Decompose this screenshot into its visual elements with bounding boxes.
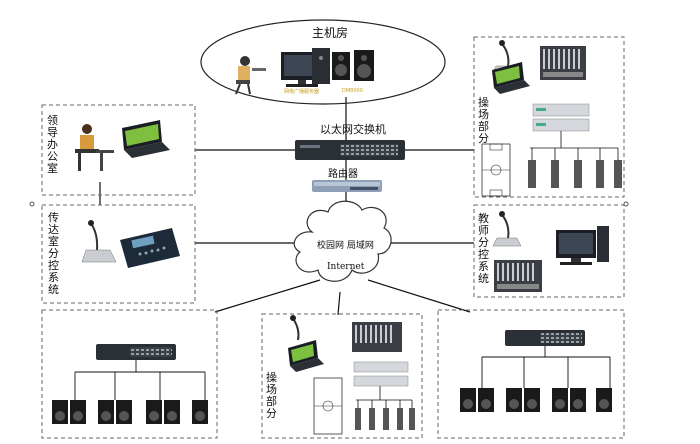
bottom-mid-mic: [290, 315, 300, 341]
teacher-mixer: [494, 260, 542, 292]
operator-figure: [235, 56, 266, 95]
router-device: [312, 180, 382, 192]
ethernet-switch-label: 以太网交换机: [320, 123, 386, 136]
leader-figure: [75, 124, 114, 171]
bottom-mid-amplifiers: [353, 361, 409, 387]
dashed-boxes: [41, 36, 625, 439]
server-workstation: [281, 48, 330, 87]
playground-top-label: 操场部分: [478, 96, 489, 145]
bottom-left-switch: [96, 344, 176, 360]
playground-bottom-label: 操场部分: [266, 371, 277, 420]
leader-laptop: [122, 120, 170, 158]
internet-cloud: [293, 200, 392, 282]
main-room-label: 主机房: [312, 26, 349, 40]
router-label: 路由器: [328, 169, 358, 180]
speaker-caption: DM8000: [342, 88, 363, 94]
bottom-mid-mixer: [352, 322, 402, 352]
playground-top-mixer: [540, 46, 586, 80]
leader-office-label: 领导办公室: [47, 114, 58, 175]
bottom-mid-field: [313, 377, 343, 435]
bottom-right-switch: [505, 330, 585, 346]
reception-mic: [81, 220, 117, 263]
playground-top-laptop: [492, 62, 530, 94]
bottom-mid-laptop: [288, 340, 324, 372]
reception-control-unit: [120, 228, 180, 268]
column-speaker-units: [528, 160, 622, 188]
main-speakers: [332, 50, 374, 81]
playground-top-amplifiers: [532, 103, 590, 132]
ethernet-switch-device: [295, 140, 405, 160]
bottom-right-speakers: [460, 388, 612, 412]
teacher-room-label: 教师分控系统: [478, 212, 489, 285]
campus-net-label: 校园网 局域网: [317, 241, 374, 251]
teacher-pc: [556, 226, 609, 265]
playground-top-column-speakers: [530, 131, 619, 160]
bottom-right-wiring: [481, 346, 611, 388]
playground-top-field: [481, 143, 511, 197]
reception-room-label: 传达室分控系统: [48, 211, 59, 296]
server-caption: 网络广播服务器: [284, 89, 320, 95]
bottom-left-wiring: [74, 360, 206, 400]
connection-lines: [99, 97, 474, 316]
internet-label: Internet: [327, 262, 365, 272]
main-room-ellipse: [200, 19, 446, 105]
teacher-mic: [492, 211, 522, 247]
